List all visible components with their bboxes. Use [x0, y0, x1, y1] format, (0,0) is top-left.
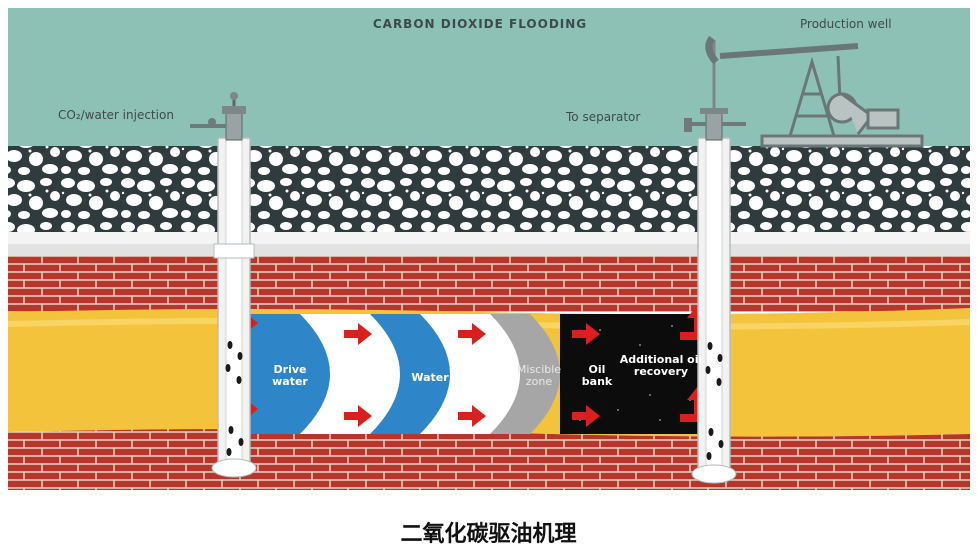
production-well-label: Production well: [800, 17, 892, 31]
co2-zone-2: [420, 314, 520, 434]
sky: [8, 8, 970, 146]
co2-label-2: CO₂: [471, 371, 493, 384]
upper-shale: [8, 256, 970, 312]
injection-well: [190, 92, 257, 478]
drive-water-label: Drive water: [272, 363, 308, 388]
co2-zone-1: [300, 314, 400, 434]
injection-label: CO₂/water injection: [58, 108, 174, 122]
co2-flooding-diagram: [7, 8, 971, 490]
miscible-zone-label: Miscible zone: [516, 363, 562, 388]
additional-oil-recovery-label: Additional oil recovery: [619, 353, 703, 378]
oil-bank-label: Oil bank: [581, 363, 613, 388]
gravel-layer: [8, 146, 970, 232]
water-label: Water: [411, 371, 449, 384]
co2-label-1: CO₂: [355, 371, 377, 384]
separator-label: To separator: [566, 110, 641, 124]
figure-caption: 二氧化碳驱油机理: [400, 521, 577, 547]
production-well: [684, 40, 746, 484]
lower-shale: [8, 429, 970, 490]
drive-water-zone: [250, 314, 330, 434]
diagram-title: CARBON DIOXIDE FLOODING: [372, 17, 588, 31]
pump-jack-icon: [705, 35, 924, 148]
